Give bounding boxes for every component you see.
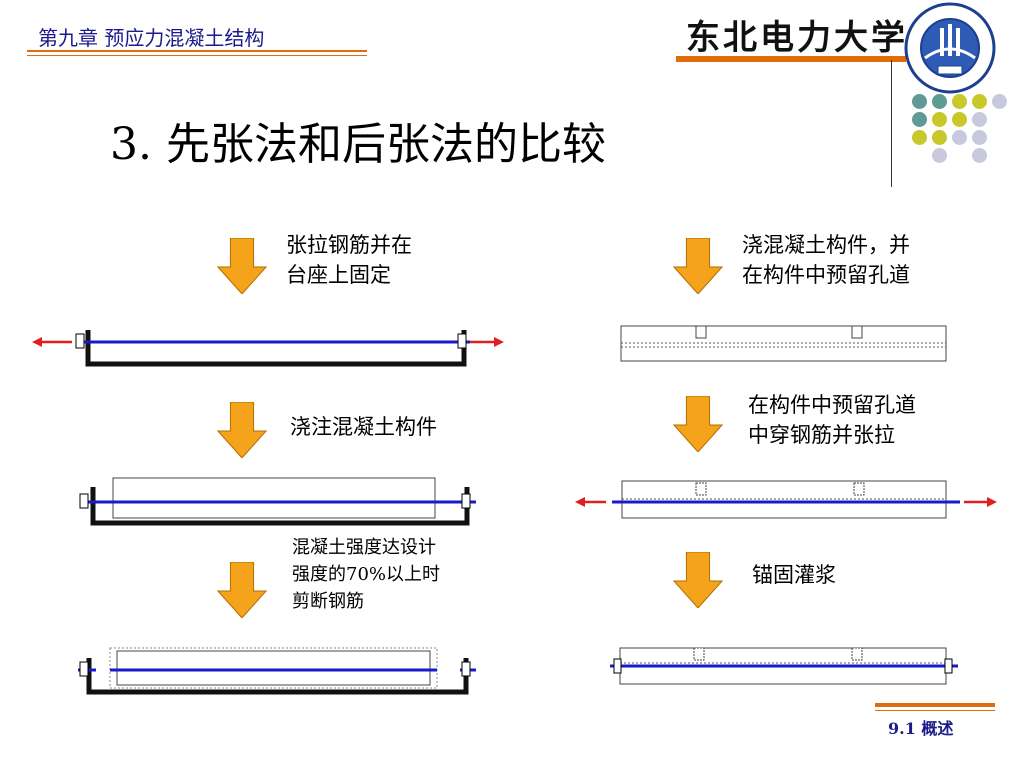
process-arrow-icon — [217, 238, 267, 294]
process-arrow-icon — [673, 396, 723, 452]
footer-accent-line — [875, 710, 995, 711]
posttension-member-3 — [610, 647, 958, 685]
slide-title: 3. 先张法和后张法的比较 — [110, 119, 606, 170]
posttension-member-1 — [620, 325, 947, 362]
concrete-member — [112, 477, 436, 519]
chapter-underline-thin — [27, 55, 367, 56]
pretension-bed-2 — [79, 477, 476, 526]
posttension-member-2 — [575, 480, 997, 519]
section-label: 9.1 概述 — [888, 719, 954, 738]
pretension-step-2-text: 浇注混凝土构件 — [290, 415, 437, 439]
anchor — [944, 658, 953, 674]
anchor — [613, 658, 622, 674]
pretension-bed-1 — [32, 330, 504, 367]
header-divider — [891, 60, 892, 187]
footer-accent-bar — [875, 703, 995, 707]
posttension-step-2-text: 在构件中预留孔道 中穿钢筋并张拉 — [748, 393, 916, 447]
pretension-bed-3 — [78, 647, 476, 695]
chapter-title: 第九章 预应力混凝土结构 — [38, 26, 265, 50]
process-arrow-icon — [217, 562, 267, 618]
pretension-step-1-text: 张拉钢筋并在 台座上固定 — [286, 233, 412, 287]
header-accent-bar — [676, 56, 906, 62]
chapter-underline — [27, 50, 367, 52]
process-arrow-icon — [217, 402, 267, 458]
posttension-step-3-text: 锚固灌浆 — [752, 563, 836, 587]
process-arrow-icon — [673, 238, 723, 294]
concrete-member — [116, 650, 431, 686]
posttension-step-1-text: 浇混凝土构件，并 在构件中预留孔道 — [742, 233, 910, 287]
process-arrow-icon — [673, 552, 723, 608]
pretension-step-3-text: 混凝土强度达设计 强度的70%以上时 剪断钢筋 — [292, 537, 441, 612]
university-logo-text: 东北电力大学 — [686, 18, 908, 58]
